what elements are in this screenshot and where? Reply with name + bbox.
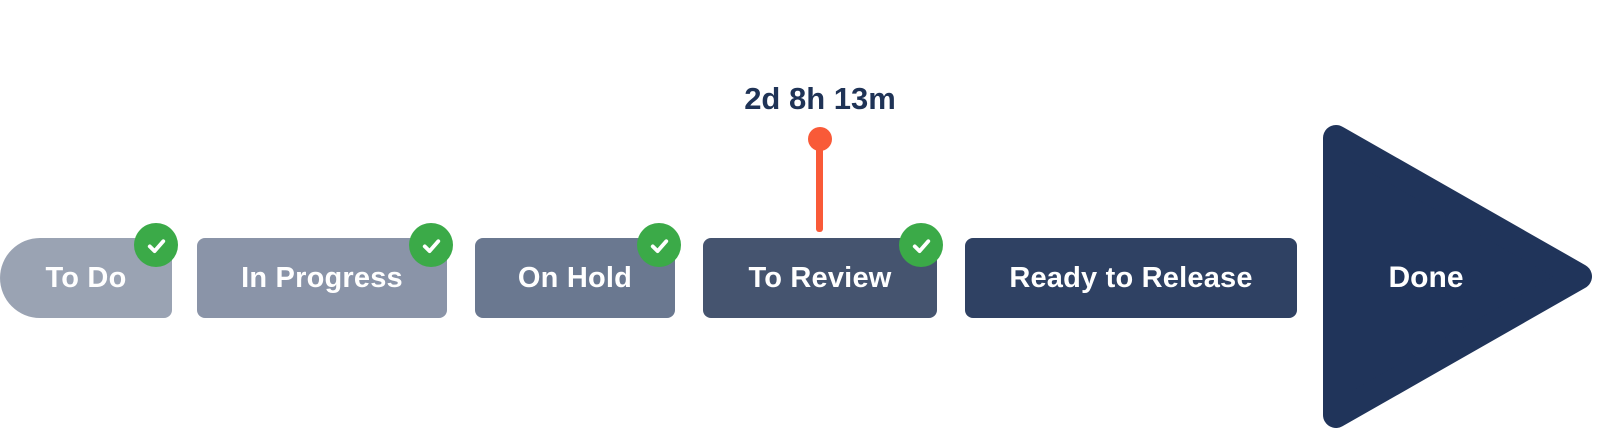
check-icon <box>147 238 165 253</box>
stage-label: In Progress <box>241 261 403 294</box>
pin-head-icon <box>808 127 832 151</box>
stage-ready-to-release[interactable]: Ready to Release <box>965 238 1297 318</box>
stage-in-progress[interactable]: In Progress <box>197 223 453 318</box>
stage-label: To Do <box>45 261 127 294</box>
check-icon <box>912 238 930 253</box>
stage-to-do[interactable]: To Do <box>0 223 178 318</box>
stage-on-hold[interactable]: On Hold <box>475 223 681 318</box>
completed-badge <box>899 223 943 267</box>
stage-done-label: Done <box>1388 261 1464 294</box>
stage-label: Ready to Release <box>1009 261 1253 294</box>
duration-label: 2d 8h 13m <box>744 81 896 116</box>
completed-badge <box>637 223 681 267</box>
completed-badge <box>134 223 178 267</box>
stage-to-review[interactable]: To Review <box>703 223 943 318</box>
stage-label: On Hold <box>517 261 633 294</box>
completed-badge <box>409 223 453 267</box>
done-arrow-shape[interactable] <box>1310 112 1600 437</box>
check-icon <box>650 238 668 253</box>
stage-label: To Review <box>748 261 892 294</box>
check-icon <box>422 238 440 253</box>
pin-stem <box>816 143 823 232</box>
